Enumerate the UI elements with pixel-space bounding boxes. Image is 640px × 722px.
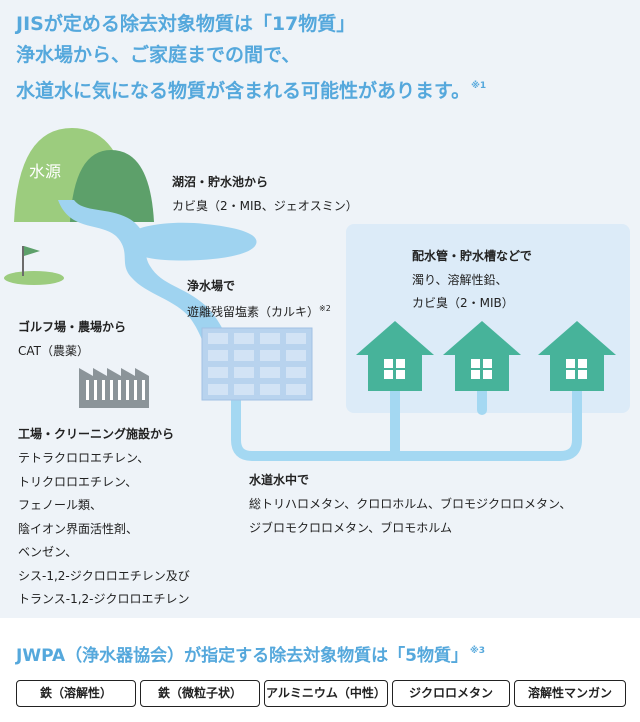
water-pipes bbox=[231, 383, 582, 461]
plant-note: ※2 bbox=[319, 304, 331, 313]
list-item: フェノール類、 bbox=[18, 498, 103, 512]
tap-body-2: ジブロモクロロメタン、ブロモホルム bbox=[249, 521, 453, 535]
list-item: トランス-1,2-ジクロロエチレン bbox=[18, 592, 190, 606]
substance-chip: 鉄（溶解性） bbox=[16, 680, 136, 707]
golf-green bbox=[4, 271, 64, 285]
tap-title: 水道水中で bbox=[249, 473, 310, 487]
pipe-body-1: 濁り、溶解性鉛、 bbox=[412, 273, 508, 287]
source-label: 水源 bbox=[29, 162, 62, 181]
pipe-title: 配水管・貯水槽などで bbox=[412, 249, 532, 263]
list-item: シス-1,2-ジクロロエチレン及び bbox=[18, 568, 190, 583]
substance-chip: アルミニウム（中性） bbox=[264, 680, 388, 707]
list-item: テトラクロロエチレン、 bbox=[18, 451, 150, 465]
headline-line-3: 水道水に気になる物質が含まれる可能性があります。※1 bbox=[16, 80, 487, 102]
lake-title: 湖沼・貯水池から bbox=[172, 175, 269, 189]
water-flow-diagram bbox=[4, 128, 630, 461]
plant-body: 遊離残留塩素（カルキ）※2 bbox=[187, 304, 331, 319]
house-icon-3 bbox=[538, 321, 616, 391]
tap-body-1: 総トリハロメタン、クロロホルム、ブロモジクロロメタン、 bbox=[249, 497, 572, 511]
factory-title: 工場・クリーニング施設から bbox=[18, 427, 175, 441]
golf-title: ゴルフ場・農場から bbox=[18, 320, 127, 334]
list-item: 陰イオン界面活性剤、 bbox=[18, 521, 139, 536]
substance-chip: 溶解性マンガン bbox=[514, 680, 626, 707]
headline-note: ※1 bbox=[471, 81, 487, 91]
headline-line-1: JISが定める除去対象物質は「17物質」 bbox=[16, 13, 356, 35]
golf-body: CAT（農薬） bbox=[18, 344, 89, 358]
river-shape bbox=[58, 200, 235, 372]
house-icon-1 bbox=[356, 321, 434, 391]
factory-substance-list: テトラクロロエチレン、 トリクロロエチレン、 フェノール類、 陰イオン界面活性剤… bbox=[18, 447, 190, 612]
factory-icon bbox=[79, 368, 149, 408]
headline-line-2: 浄水場から、ご家庭までの間で、 bbox=[16, 44, 301, 66]
plant-title: 浄水場で bbox=[187, 279, 236, 293]
pipe-body-2: カビ臭（2・MIB） bbox=[412, 296, 514, 310]
list-item: ベンゼン、 bbox=[18, 545, 78, 559]
list-item: トリクロロエチレン、 bbox=[18, 474, 138, 489]
jwpa-note: ※3 bbox=[469, 646, 485, 656]
treatment-plant-icon bbox=[201, 327, 313, 401]
substance-chip: ジクロロメタン bbox=[392, 680, 510, 707]
house-icon-2 bbox=[443, 321, 521, 391]
golf-flag-icon bbox=[24, 246, 40, 256]
hill-dark-shape bbox=[70, 150, 154, 222]
jwpa-title: JWPA（浄水器協会）が指定する除去対象物質は「5物質」※3 bbox=[16, 646, 485, 666]
lake-shape bbox=[126, 222, 257, 261]
lake-body: カビ臭（2・MIB、ジェオスミン） bbox=[172, 199, 358, 213]
substance-chip: 鉄（微粒子状） bbox=[140, 680, 260, 707]
